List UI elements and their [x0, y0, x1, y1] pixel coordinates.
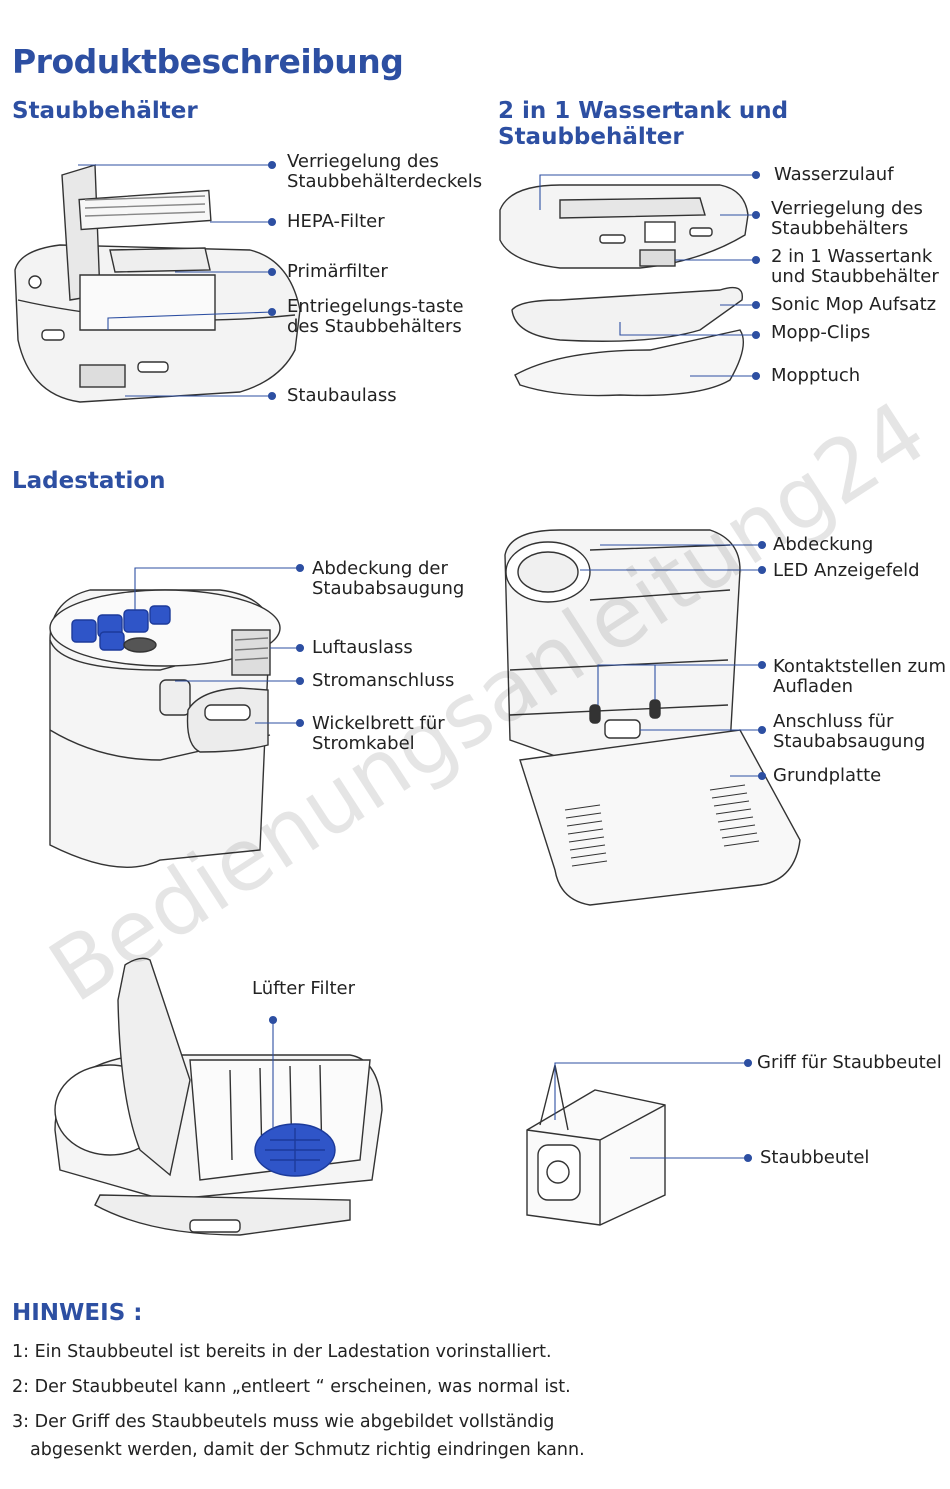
label-led-panel: LED Anzeigefeld [773, 560, 920, 581]
label-release-button: Entriegelungs-taste des Staubbehälters [287, 296, 464, 337]
note-item: 1: Ein Staubbeutel ist bereits in der La… [12, 1342, 552, 1362]
label-dustbin-lid-lock: Verriegelung des Staubbehälterdeckels [287, 151, 483, 192]
note-item: 2: Der Staubbeutel kann „entleert “ ersc… [12, 1377, 571, 1397]
label-mop-clips: Mopp-Clips [771, 322, 871, 343]
label-fan-filter: Lüfter Filter [252, 978, 355, 999]
label-dustbin-lock: Verriegelung des Staubbehälters [771, 198, 923, 239]
label-charging-contacts: Kontaktstellen zum Aufladen [773, 656, 947, 697]
station-heading: Ladestation [12, 468, 166, 494]
tank-illustration [499, 184, 749, 397]
note-item: abgesenkt werden, damit der Schmutz rich… [30, 1440, 585, 1460]
label-mop-cloth: Mopptuch [771, 365, 861, 386]
notes-heading: HINWEIS : [12, 1300, 143, 1326]
label-water-inlet: Wasserzulauf [774, 164, 894, 185]
label-suction-cover: Abdeckung der Staubabsaugung [312, 558, 465, 599]
station-open-illustration [54, 957, 383, 1236]
label-cover: Abdeckung [773, 534, 874, 555]
label-cable-wrap: Wickelbrett für Stromkabel [312, 713, 445, 754]
station-right-illustration [504, 529, 801, 906]
label-dust-bag: Staubbeutel [760, 1147, 870, 1168]
label-base-plate: Grundplatte [773, 765, 882, 786]
station-left-illustration [49, 589, 281, 868]
page-title: Produktbeschreibung [12, 42, 404, 81]
label-dust-outlet: Staubaulass [287, 385, 397, 406]
dustbin-heading: Staubbehälter [12, 98, 198, 124]
label-air-outlet: Luftauslass [312, 637, 413, 658]
note-item: 3: Der Griff des Staubbeutels muss wie a… [12, 1412, 555, 1432]
label-primary-filter: Primärfilter [287, 261, 388, 282]
label-bag-handle: Griff für Staubbeutel [757, 1052, 942, 1073]
tank-heading: 2 in 1 Wassertank und Staubbehälter [498, 98, 789, 150]
dust-bag-illustration [526, 1064, 666, 1226]
label-suction-port: Anschluss für Staubabsaugung [773, 711, 926, 752]
label-2in1-tank: 2 in 1 Wassertank und Staubbehälter [771, 246, 939, 287]
label-sonic-mop: Sonic Mop Aufsatz [771, 294, 937, 315]
dustbin-illustration [14, 164, 301, 403]
label-power-port: Stromanschluss [312, 670, 455, 691]
label-hepa-filter: HEPA-Filter [287, 211, 385, 232]
